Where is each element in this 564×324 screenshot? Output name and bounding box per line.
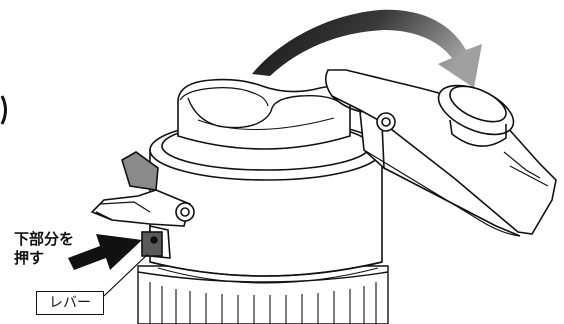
drinking-spout — [178, 80, 350, 149]
lever-label: レバー — [36, 291, 104, 315]
lever — [142, 232, 162, 256]
press-instruction-line2: 押す — [14, 249, 74, 268]
edge-bracket — [2, 96, 6, 124]
press-arrow — [68, 234, 142, 270]
press-instruction-label: 下部分を 押す — [14, 230, 74, 268]
press-instruction-line1: 下部分を — [14, 230, 74, 249]
